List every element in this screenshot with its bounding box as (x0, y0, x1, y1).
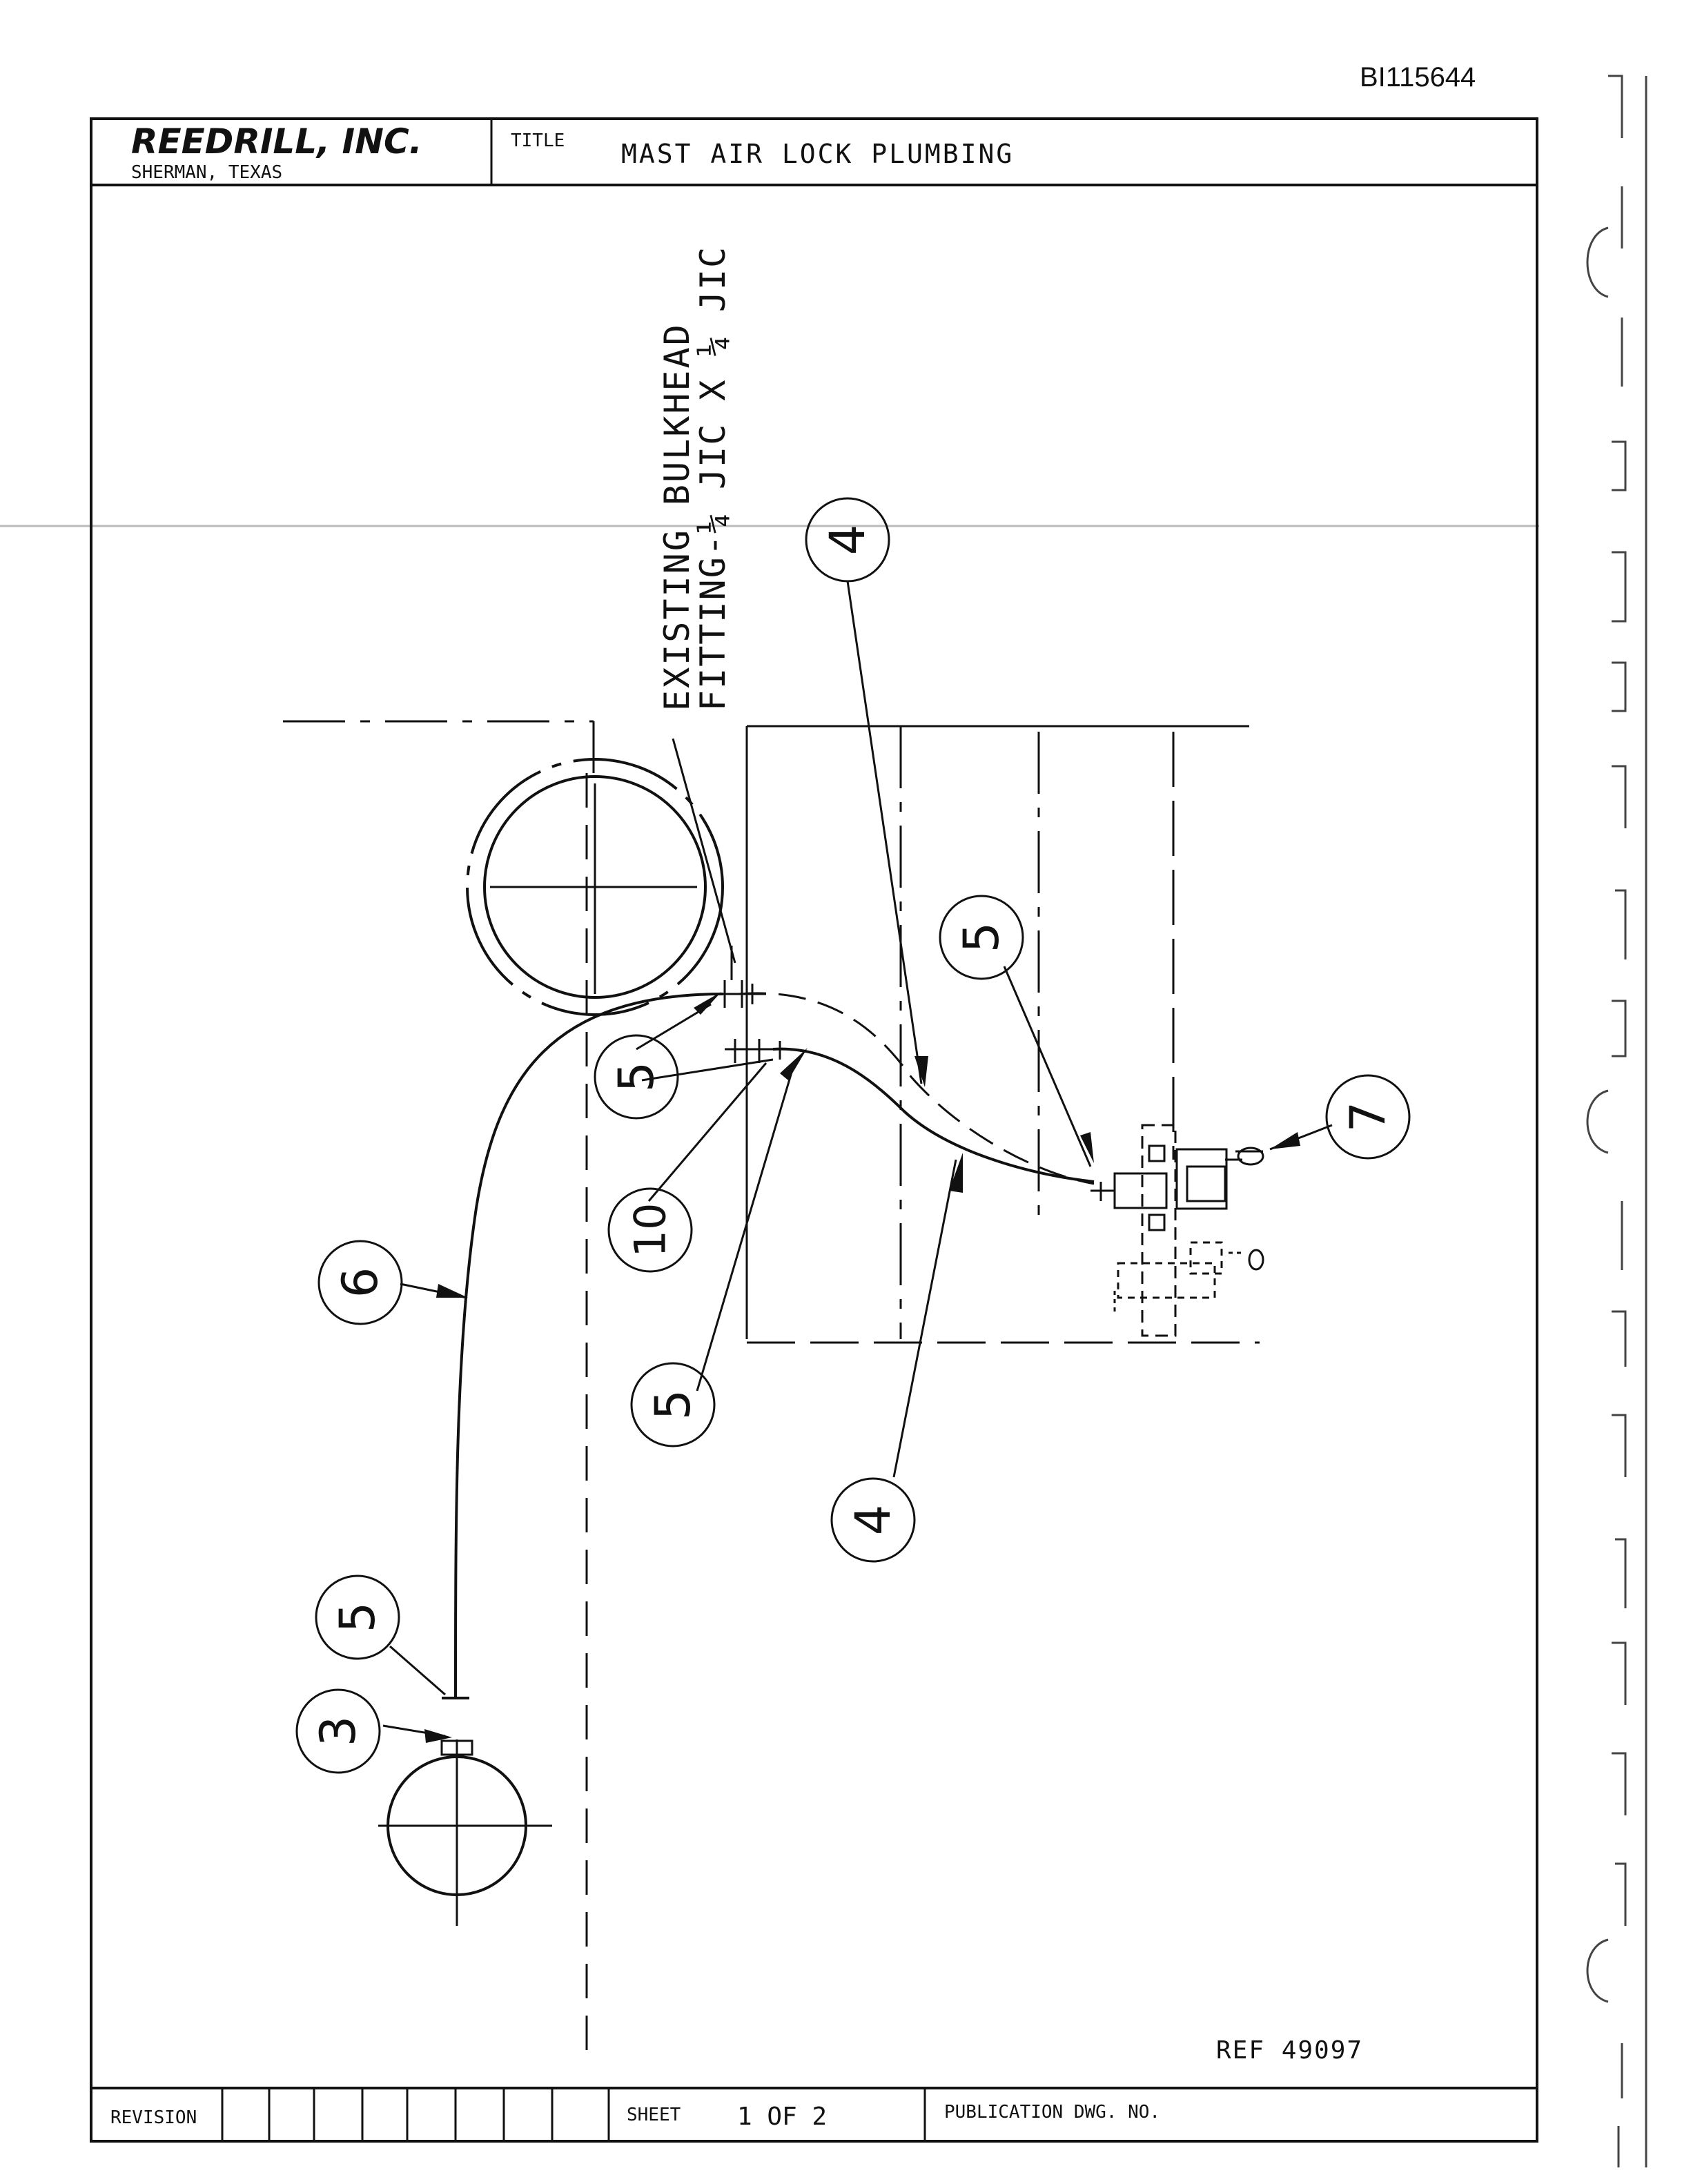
binder-edge-marks (1586, 75, 1647, 2167)
hose-4 (738, 992, 1095, 1185)
reference-number: REF 49097 (1216, 2036, 1363, 2065)
drawing-border (90, 117, 1538, 2143)
balloon-5-left: 5 (315, 1574, 400, 1660)
balloon-3-label: 3 (310, 1716, 366, 1747)
hose-6 (442, 993, 724, 1699)
bulkhead-note-line2: FITTING-¼ JIC X ¼ JIC (693, 246, 733, 711)
drawing-title: MAST AIR LOCK PLUMBING (621, 139, 1014, 169)
publication-drawing-label: PUBLICATION DWG. NO. (944, 2102, 1160, 2123)
sheet-label: SHEET (627, 2105, 681, 2125)
balloon-4-top: 4 (805, 497, 890, 583)
sheet-number: 1 OF 2 (737, 2103, 827, 2131)
balloon-6-label: 6 (332, 1267, 389, 1298)
company-location: SHERMAN, TEXAS (131, 162, 282, 183)
balloon-5-left-label: 5 (329, 1602, 386, 1633)
air-valve-assembly (1090, 1124, 1264, 1337)
revision-grid (221, 2088, 926, 2141)
bulkhead-fitting (711, 946, 794, 1063)
balloon-6: 6 (317, 1240, 403, 1325)
balloon-10-label: 10 (625, 1203, 676, 1258)
mast-pipe-section (466, 758, 724, 1016)
balloon-10: 10 (607, 1187, 693, 1273)
bulkhead-note: EXISTING BULKHEAD FITTING-¼ JIC X ¼ JIC (657, 246, 733, 711)
revision-label: REVISION (110, 2107, 197, 2128)
bulkhead-note-line1: EXISTING BULKHEAD (657, 322, 697, 711)
balloon-5-right: 5 (939, 895, 1024, 980)
leader-lines (382, 581, 1333, 1737)
balloon-3: 3 (295, 1688, 381, 1774)
arrowheads (424, 992, 1300, 1743)
balloon-4-top-label: 4 (819, 525, 876, 556)
air-tank-section (378, 1739, 552, 1926)
balloon-4-low: 4 (830, 1477, 916, 1563)
company-name: REEDRILL, INC. (131, 121, 422, 162)
balloon-7-label: 7 (1340, 1102, 1396, 1133)
balloon-5-low-label: 5 (645, 1390, 701, 1421)
balloon-5-mid: 5 (594, 1034, 679, 1120)
balloon-5-right-label: 5 (953, 922, 1010, 953)
balloon-7: 7 (1325, 1074, 1411, 1160)
balloon-5-mid-label: 5 (608, 1062, 665, 1093)
title-label: TITLE (511, 130, 565, 151)
document-id: BI115644 (1360, 62, 1476, 92)
balloon-4-low-label: 4 (845, 1505, 901, 1536)
mast-structure (283, 720, 1260, 2064)
balloon-5-low: 5 (630, 1362, 716, 1447)
